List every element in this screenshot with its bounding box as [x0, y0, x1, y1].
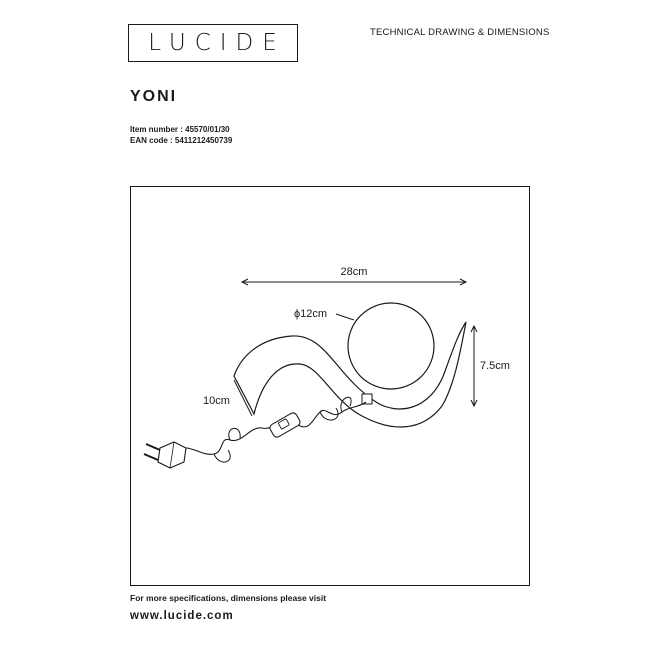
footer-note: For more specifications, dimensions plea… — [130, 593, 327, 603]
width-label: 28cm — [341, 266, 368, 278]
drawing-frame — [130, 186, 530, 586]
euro-plug — [143, 441, 187, 469]
product-meta: Item number : 45570/01/30 EAN code : 541… — [130, 124, 232, 146]
globe-diameter-leader — [335, 313, 355, 321]
depth-dimension-line — [233, 379, 253, 417]
inline-switch — [269, 412, 301, 438]
product-name: YONI — [130, 88, 178, 105]
footer-url[interactable]: www.lucide.com — [130, 610, 234, 622]
brand-logo: LUCIDE — [128, 24, 298, 62]
socket-connector — [361, 393, 373, 405]
technical-drawing: 28cm 7.5cm ϕ12cm 10cm — [143, 266, 510, 469]
depth-label: 10cm — [203, 395, 230, 407]
wall-plate — [233, 321, 467, 428]
document-heading: TECHNICAL DRAWING & DIMENSIONS — [370, 27, 550, 38]
height-label: 7.5cm — [480, 360, 510, 372]
height-dimension-line — [470, 324, 478, 408]
ean-code: EAN code : 5411212450739 — [130, 136, 233, 145]
brand-logo-text: LUCIDE — [148, 30, 286, 56]
glass-globe — [347, 302, 435, 390]
globe-diameter-label: ϕ12cm — [294, 308, 327, 320]
item-number: Item number : 45570/01/30 — [130, 125, 230, 134]
width-dimension-line — [240, 278, 468, 286]
power-cable-loop — [213, 396, 352, 463]
